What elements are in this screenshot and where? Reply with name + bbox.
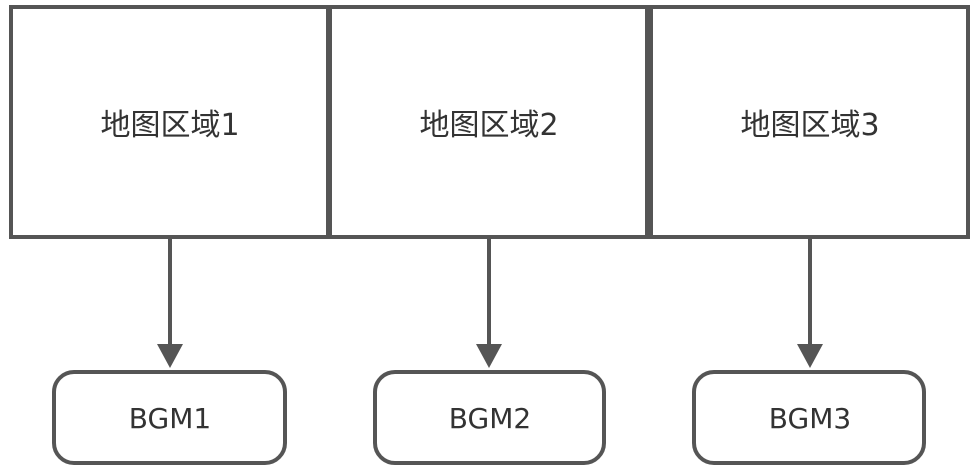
region-3-box: 地图区域3 <box>649 5 970 239</box>
bgm-1-box: BGM1 <box>52 370 287 465</box>
arrow-2 <box>476 239 502 368</box>
arrow-3 <box>797 239 823 368</box>
bgm-3-box: BGM3 <box>692 370 926 465</box>
region-2-label: 地图区域2 <box>419 108 558 143</box>
region-2-box: 地图区域2 <box>328 5 649 239</box>
region-1-box: 地图区域1 <box>9 5 330 239</box>
bgm-1-label: BGM1 <box>129 402 211 435</box>
bgm-2-box: BGM2 <box>373 370 606 465</box>
arrow-1 <box>157 239 183 368</box>
region-3-label: 地图区域3 <box>740 108 879 143</box>
bgm-3-label: BGM3 <box>769 402 851 435</box>
region-1-label: 地图区域1 <box>100 108 239 143</box>
bgm-2-label: BGM2 <box>449 402 531 435</box>
